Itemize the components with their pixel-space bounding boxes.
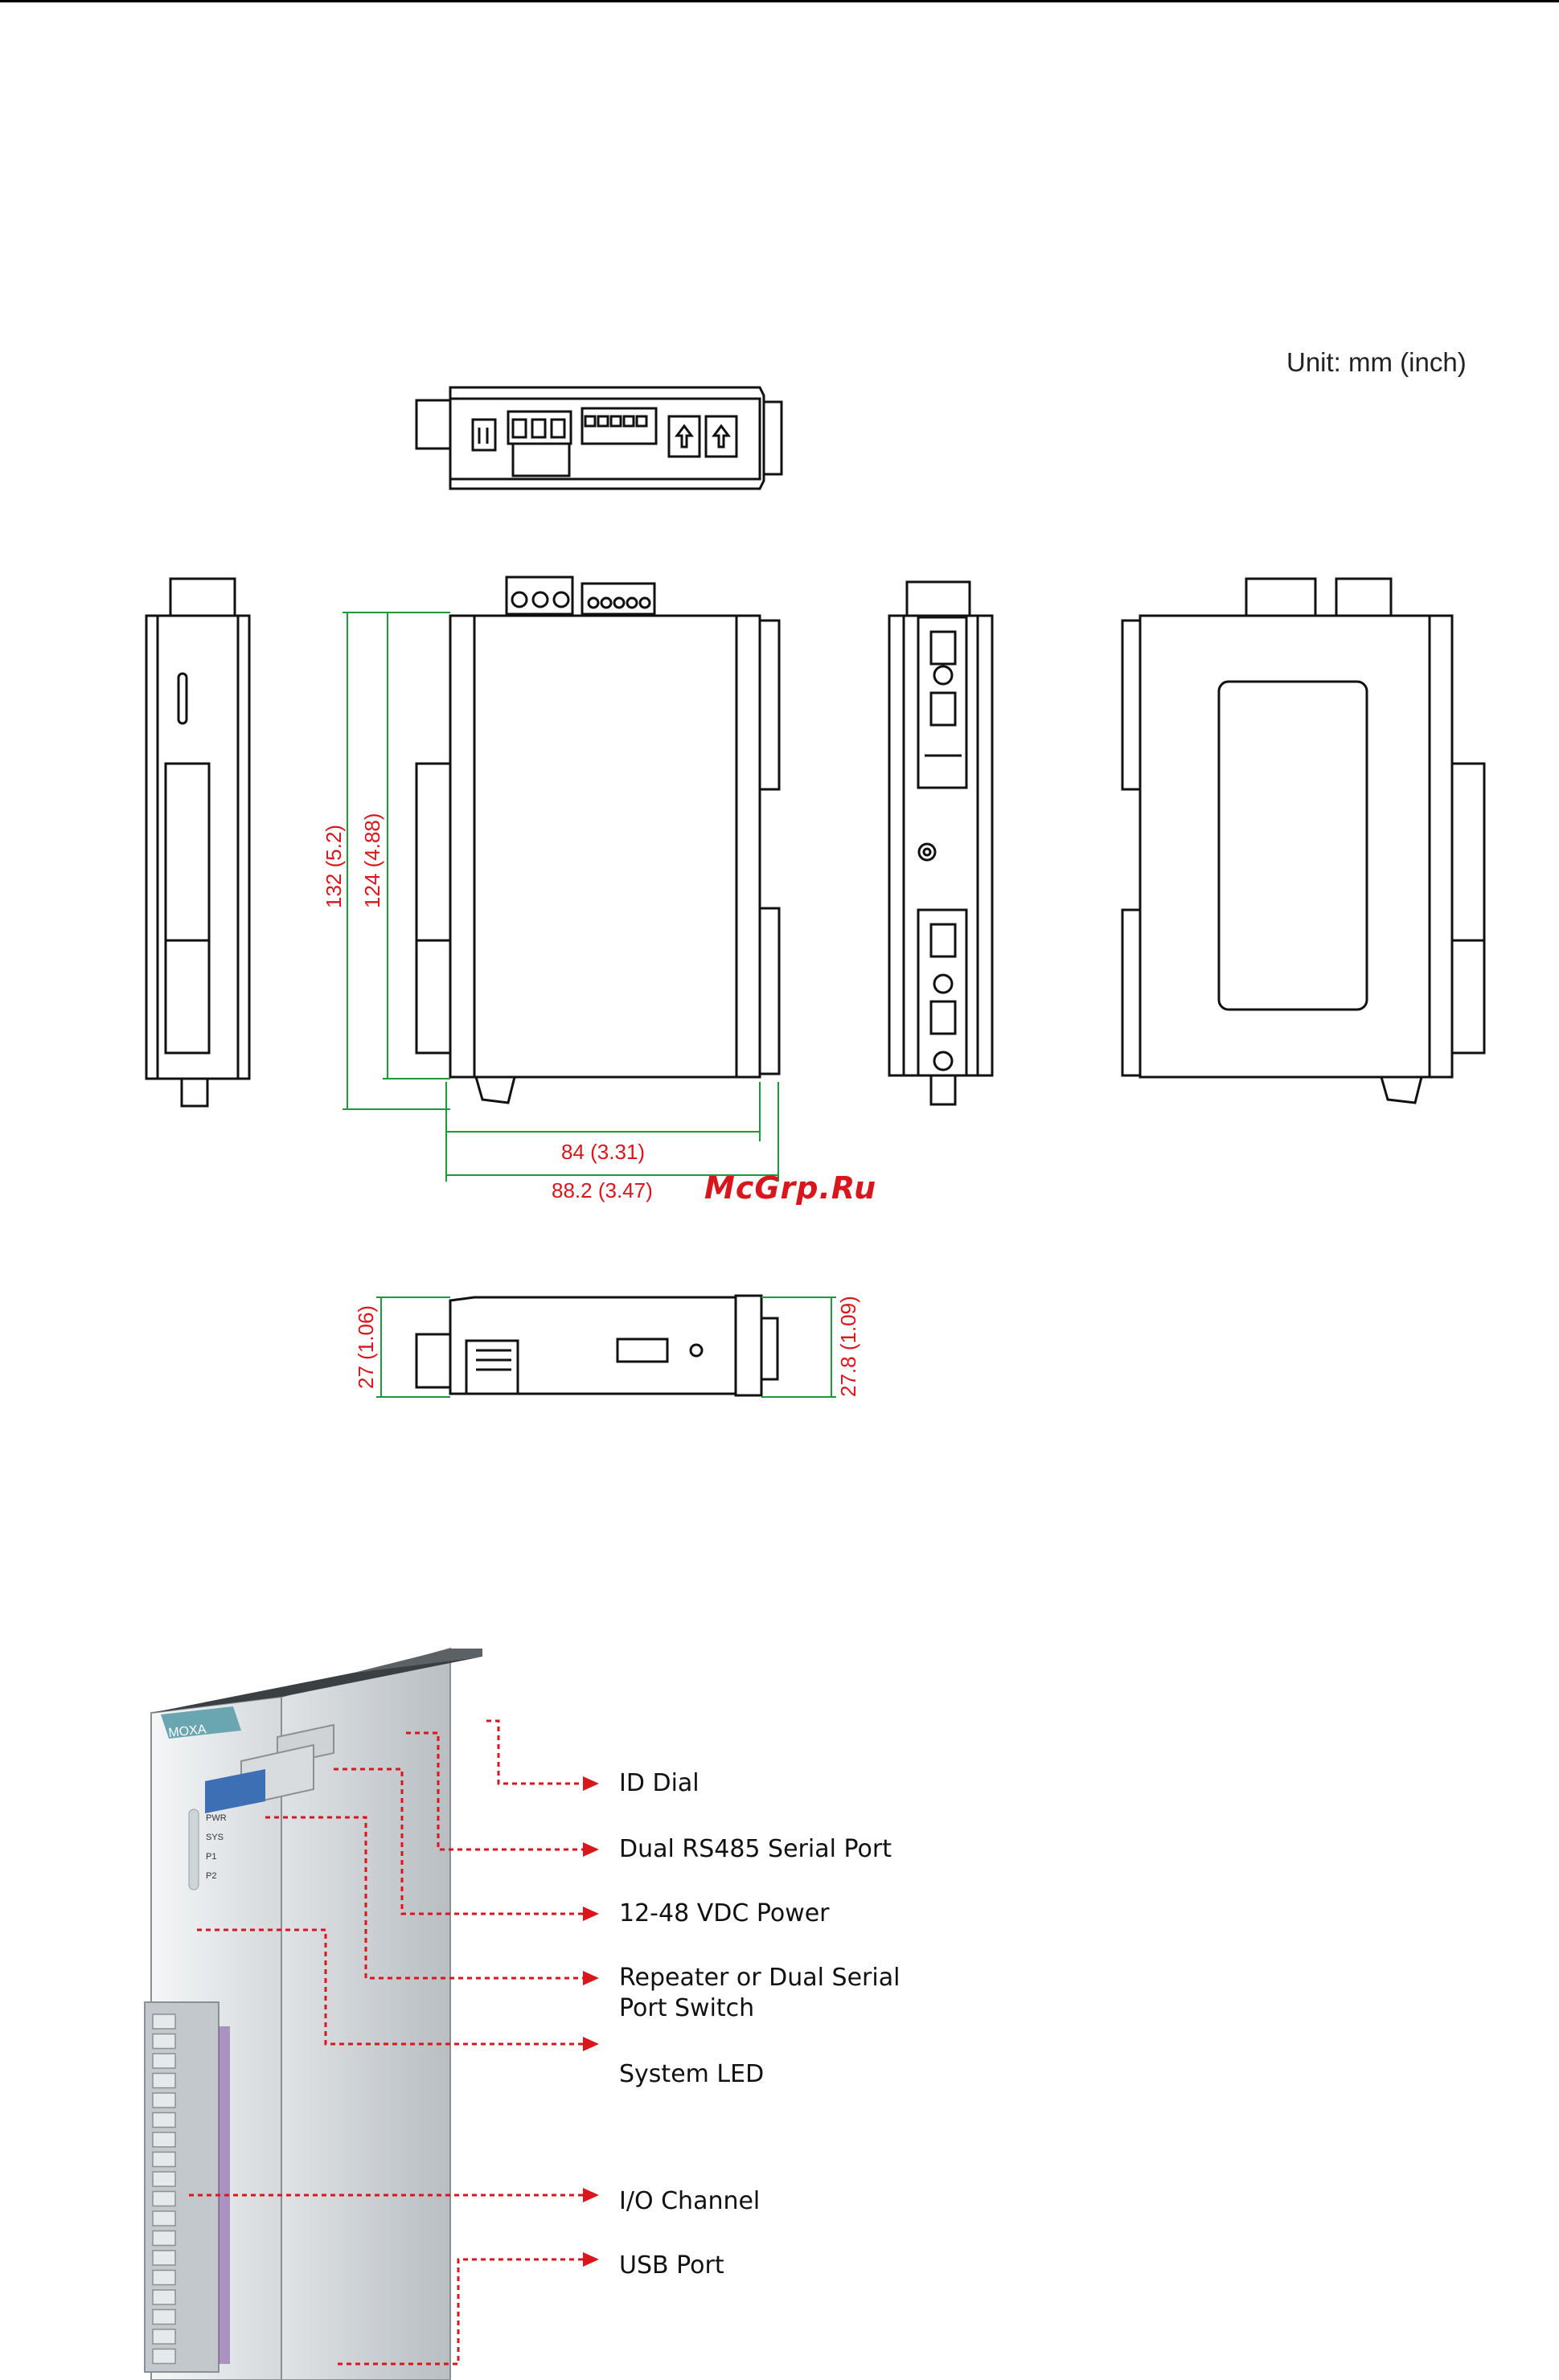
front-view [416, 577, 779, 1103]
dim-depth-right: 27.8 (1.09) [836, 1296, 860, 1397]
rail-side-view [889, 582, 992, 1104]
callout-io-channel: I/O Channel [619, 2186, 760, 2217]
bottom-view [416, 1296, 777, 1395]
terminal-slot [153, 2251, 175, 2265]
product-illustration: MOXA PWR SYS P1 P2 [0, 1415, 1559, 2380]
terminal-slot [153, 2211, 175, 2226]
callout-usb-port: USB Port [619, 2251, 724, 2281]
watermark: McGrp.Ru [704, 1170, 876, 1206]
callout-rs485-port: Dual RS485 Serial Port [619, 1834, 892, 1865]
dim-width-body: 84 (3.31) [561, 1140, 645, 1164]
callout-repeater-switch: Repeater or Dual Serial Port Switch [619, 1963, 900, 2024]
terminal-slot [153, 2172, 175, 2186]
dim-width-total: 88.2 (3.47) [552, 1178, 653, 1202]
callout-power: 12-48 VDC Power [619, 1899, 830, 1929]
terminal-slot [153, 2132, 175, 2147]
terminal-slot [153, 2054, 175, 2068]
led-label-pwr: PWR [206, 1813, 227, 1823]
terminal-slot [153, 2034, 175, 2049]
dim-height-total: 132 (5.2) [322, 825, 346, 908]
terminal-slot [153, 2329, 175, 2344]
top-view [416, 387, 782, 489]
terminal-slot [153, 2271, 175, 2285]
terminal-slot [153, 2074, 175, 2088]
dim-depth-left: 27 (1.06) [354, 1305, 378, 1389]
terminal-slot [153, 2153, 175, 2167]
back-view [1122, 579, 1484, 1103]
led-label-sys: SYS [206, 1833, 224, 1842]
terminal-slot [153, 2310, 175, 2325]
device: MOXA PWR SYS P1 P2 [145, 1649, 482, 2380]
terminal-slot [153, 2113, 175, 2128]
callout-arrowheads [583, 1776, 599, 2267]
dim-height-body: 124 (4.88) [360, 813, 384, 908]
terminal-slot [153, 2014, 175, 2029]
left-side-view [146, 579, 249, 1106]
terminal-slot [153, 2192, 175, 2206]
terminal-slot [153, 2231, 175, 2246]
terminal-slot [153, 2349, 175, 2364]
callout-system-led: System LED [619, 2059, 764, 2090]
callout-id-dial: ID Dial [619, 1768, 699, 1799]
dimension-drawings: 132 (5.2) 124 (4.88) 84 (3.31) 88.2 (3.4… [0, 0, 1559, 1431]
led-label-p1: P1 [206, 1852, 216, 1862]
terminal-slot [153, 2093, 175, 2108]
led-label-p2: P2 [206, 1871, 216, 1881]
terminal-slot [153, 2290, 175, 2304]
